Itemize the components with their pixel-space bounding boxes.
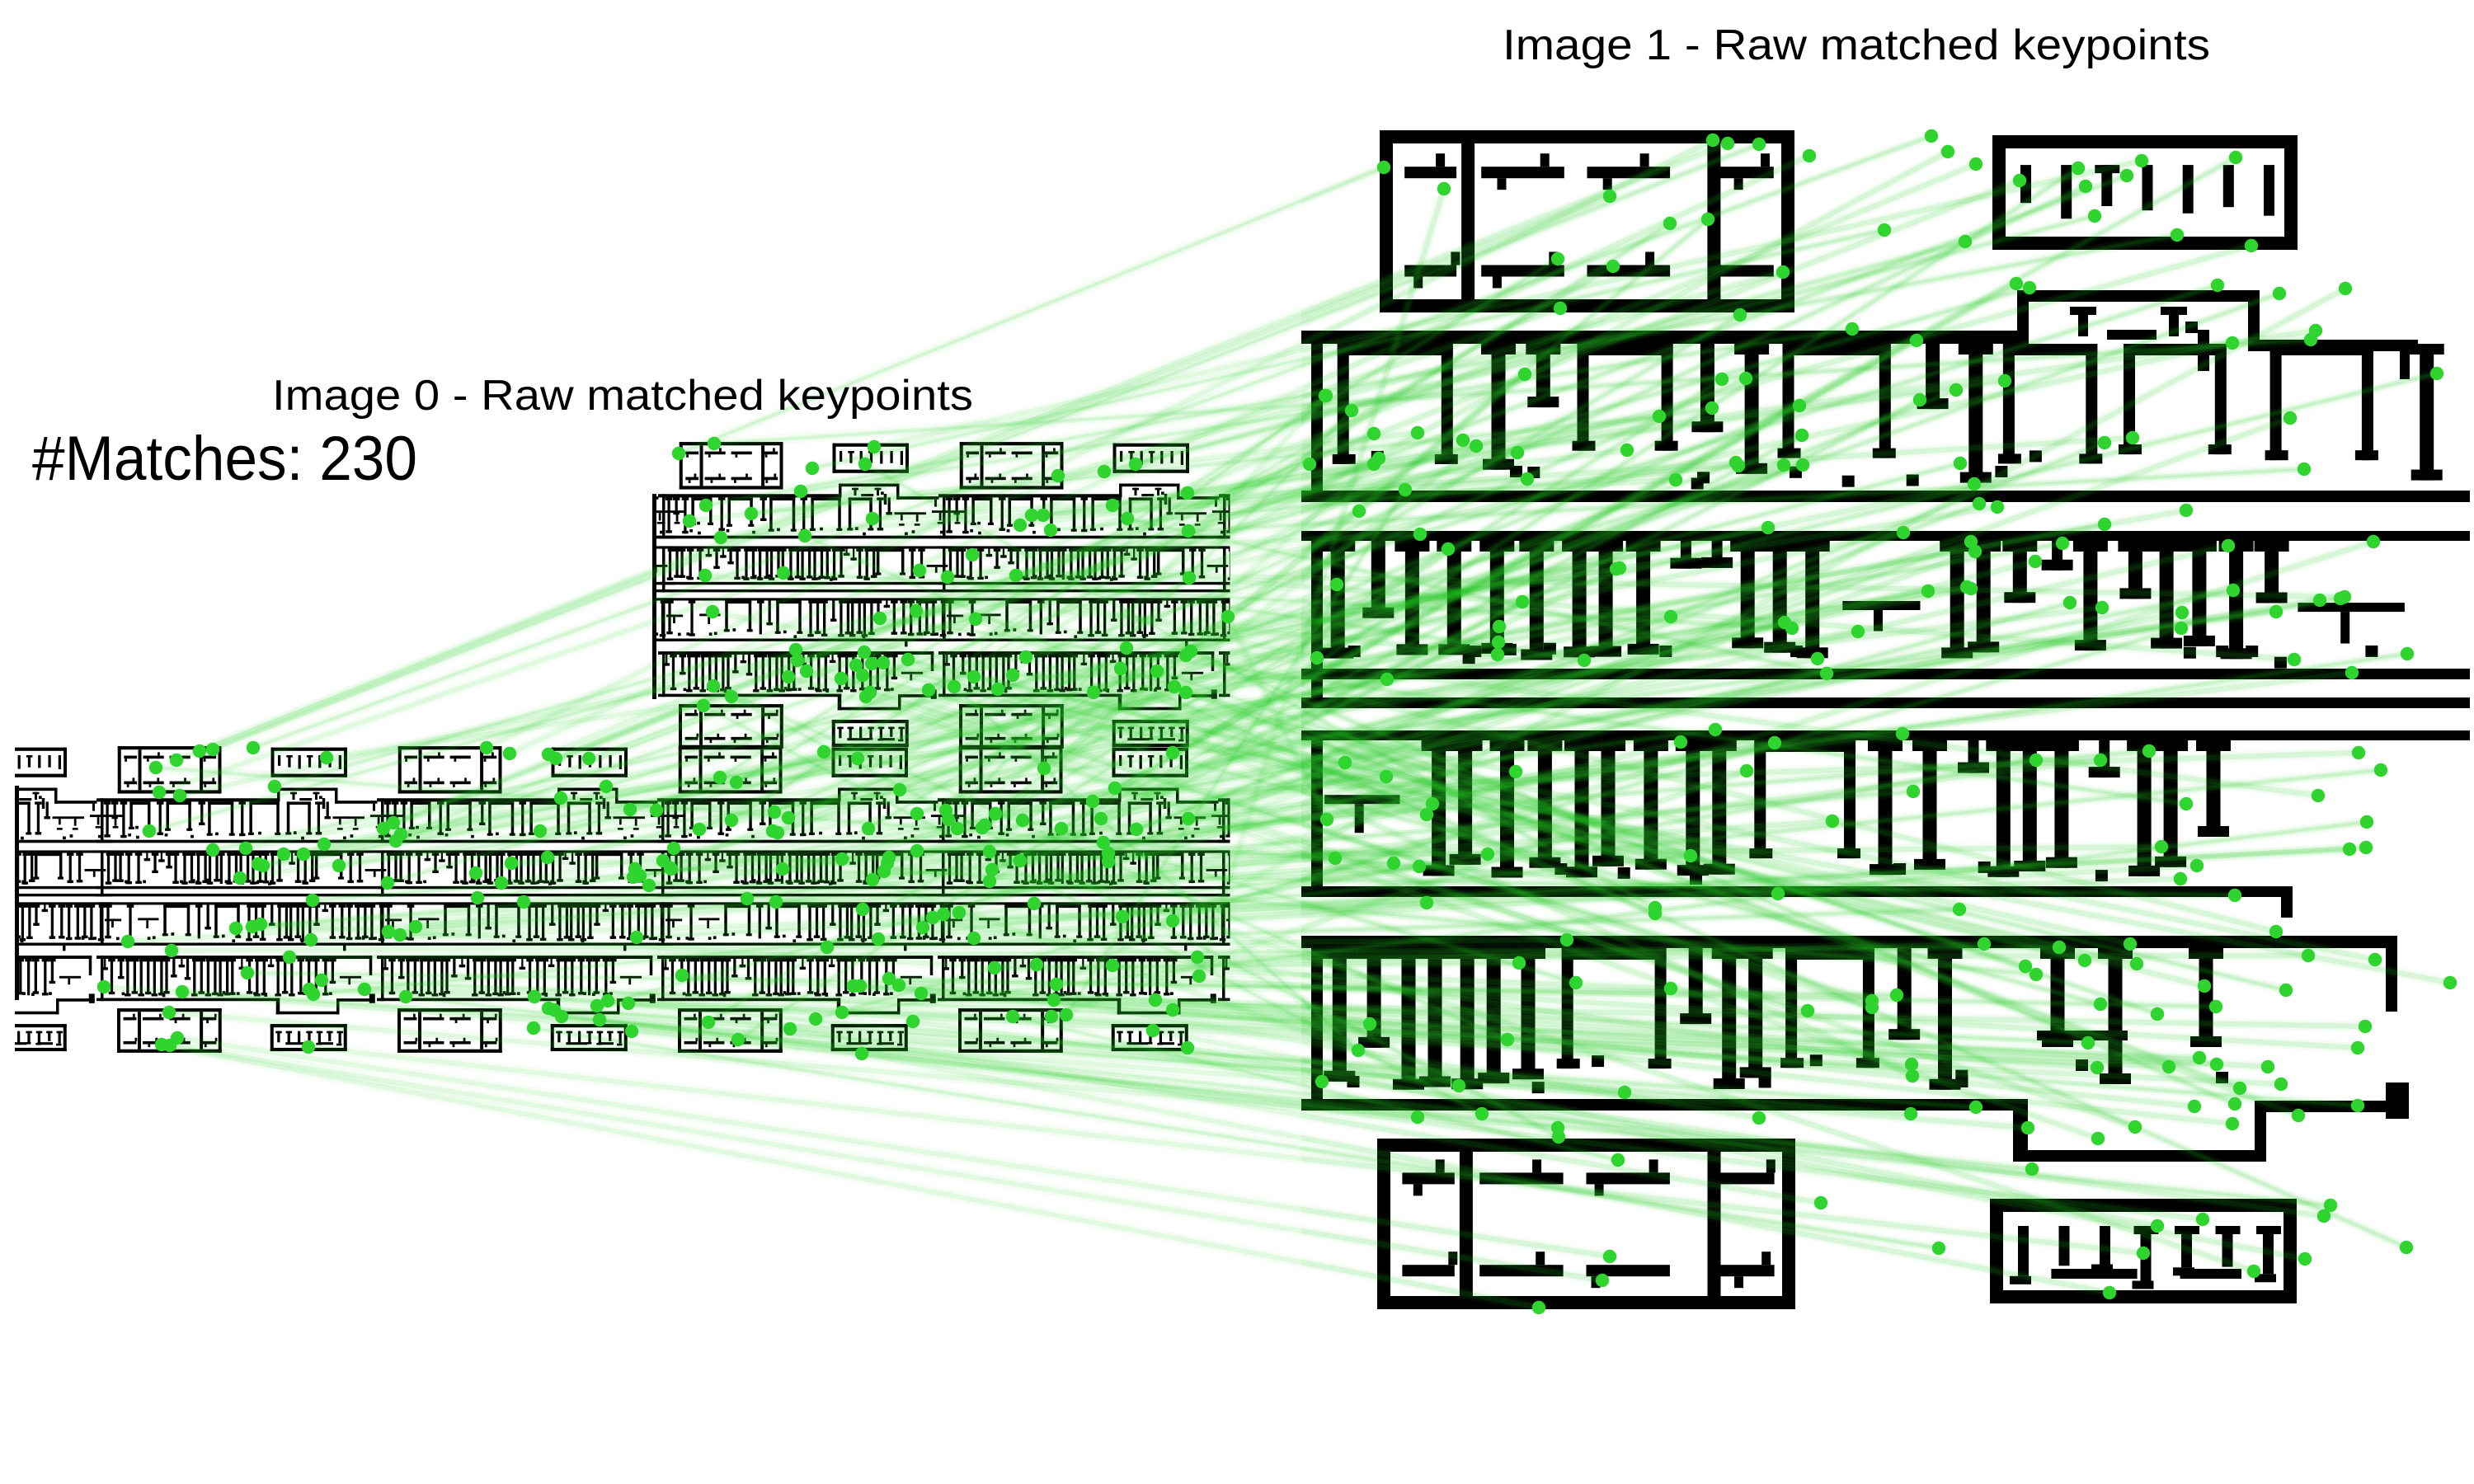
svg-text:#Matches: 230: #Matches: 230 [32, 424, 417, 494]
svg-text:Image 1 - Raw matched keypoint: Image 1 - Raw matched keypoints [1503, 21, 2210, 69]
svg-text:Image 0 - Raw matched keypoint: Image 0 - Raw matched keypoints [272, 372, 973, 420]
